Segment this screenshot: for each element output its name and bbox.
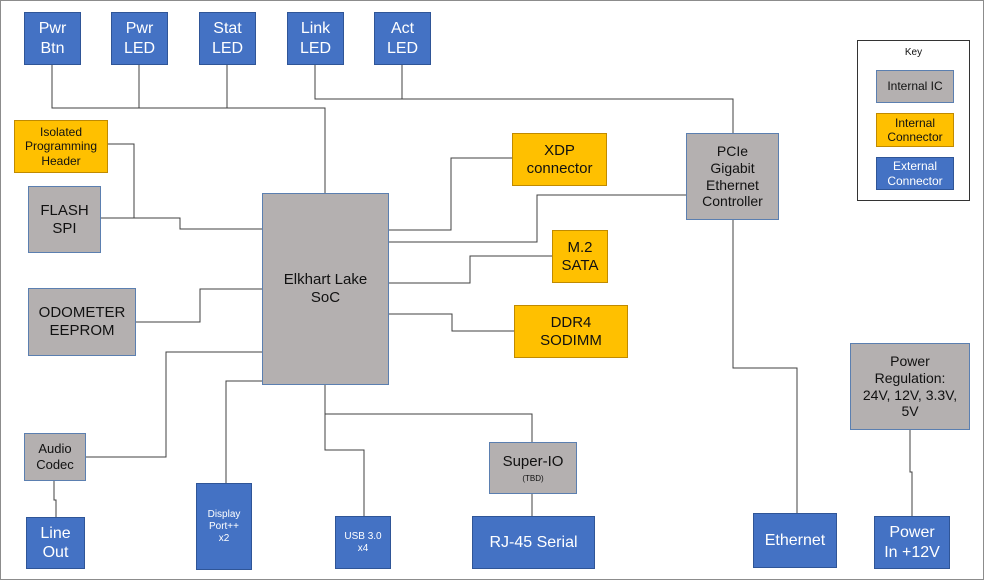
wire-ddr4 <box>389 313 514 332</box>
wire-audio <box>86 351 262 458</box>
link-led-label: Link LED <box>299 20 332 57</box>
key-internal-ic-label: Internal IC <box>887 79 943 94</box>
usb-label: USB 3.0 x4 <box>344 530 382 554</box>
wire-displayport <box>225 380 262 483</box>
wire-isolated-header <box>107 143 135 218</box>
displayport-connector: Display Port++ x2 <box>196 483 252 570</box>
wire-link-led <box>314 65 734 133</box>
odometer-eeprom-ic: ODOMETER EEPROM <box>28 288 136 356</box>
power-regulation-ic: Power Regulation: 24V, 12V, 3.3V, 5V <box>850 343 970 430</box>
ethernet-label: Ethernet <box>764 531 826 549</box>
key-title: Key <box>904 47 923 58</box>
pwr-btn-label: Pwr Btn <box>38 20 67 57</box>
wire-usb <box>324 385 365 516</box>
ddr4-sodimm-connector: DDR4 SODIMM <box>514 305 628 358</box>
isolated-programming-header: Isolated Programming Header <box>14 120 108 173</box>
pcie-label: PCIe Gigabit Ethernet Controller <box>702 142 763 210</box>
link-led-connector: Link LED <box>287 12 344 65</box>
wire-xdp <box>389 157 512 231</box>
rj45-label: RJ-45 Serial <box>489 533 578 551</box>
wire-flash <box>86 217 262 230</box>
m2-label: M.2 SATA <box>561 238 599 274</box>
pwr-btn-connector: Pwr Btn <box>24 12 81 65</box>
act-led-label: Act LED <box>386 20 419 57</box>
super-io-ic: Super-IO (TBD) <box>489 442 577 494</box>
isolated-header-label: Isolated Programming Header <box>24 124 98 168</box>
xdp-connector: XDP connector <box>512 133 607 186</box>
flash-spi-ic: FLASH SPI <box>28 186 101 253</box>
key-internal-connector-label: Internal Connector <box>887 115 943 144</box>
wire-pwr-btn <box>51 65 326 193</box>
stat-led-connector: Stat LED <box>199 12 256 65</box>
act-led-connector: Act LED <box>374 12 431 65</box>
odometer-label: ODOMETER EEPROM <box>38 304 126 339</box>
wire-superio <box>325 413 533 442</box>
soc-label: Elkhart Lake SoC <box>283 271 368 306</box>
audio-label: Audio Codec <box>36 441 74 472</box>
ethernet-connector: Ethernet <box>753 513 837 568</box>
rj45-serial-connector: RJ-45 Serial <box>472 516 595 569</box>
m2-sata-connector: M.2 SATA <box>552 230 608 283</box>
wire-power <box>909 430 913 516</box>
flash-label: FLASH SPI <box>40 201 89 237</box>
key-external-connector: External Connector <box>876 157 954 190</box>
pwr-led-connector: Pwr LED <box>111 12 168 65</box>
ddr4-label: DDR4 SODIMM <box>540 313 602 349</box>
usb-connector: USB 3.0 x4 <box>335 516 391 569</box>
wire-ethernet <box>732 220 798 513</box>
legend-key: Key Internal IC Internal Connector Exter… <box>857 40 970 201</box>
power-in-label: Power In +12V <box>884 524 940 561</box>
wire-line-out <box>53 481 57 517</box>
elkhart-lake-soc: Elkhart Lake SoC <box>262 193 389 385</box>
audio-codec-ic: Audio Codec <box>24 433 86 481</box>
pcie-ethernet-controller: PCIe Gigabit Ethernet Controller <box>686 133 779 220</box>
pwr-led-label: Pwr LED <box>123 20 156 57</box>
line-out-label: Line Out <box>40 524 71 561</box>
xdp-label: XDP connector <box>526 141 593 177</box>
wire-m2 <box>389 255 552 284</box>
power-in-connector: Power In +12V <box>874 516 950 569</box>
key-internal-ic: Internal IC <box>876 70 954 103</box>
key-external-connector-label: External Connector <box>887 159 943 188</box>
displayport-label: Display Port++ x2 <box>207 508 241 544</box>
key-internal-connector: Internal Connector <box>876 113 954 147</box>
line-out-connector: Line Out <box>26 517 85 569</box>
wire-odometer <box>136 288 262 323</box>
superio-label: Super-IO <box>502 452 564 470</box>
power-reg-label: Power Regulation: 24V, 12V, 3.3V, 5V <box>862 352 958 420</box>
wire-pcie <box>389 194 686 243</box>
superio-note: (TBD) <box>522 473 544 483</box>
stat-led-label: Stat LED <box>211 20 244 57</box>
